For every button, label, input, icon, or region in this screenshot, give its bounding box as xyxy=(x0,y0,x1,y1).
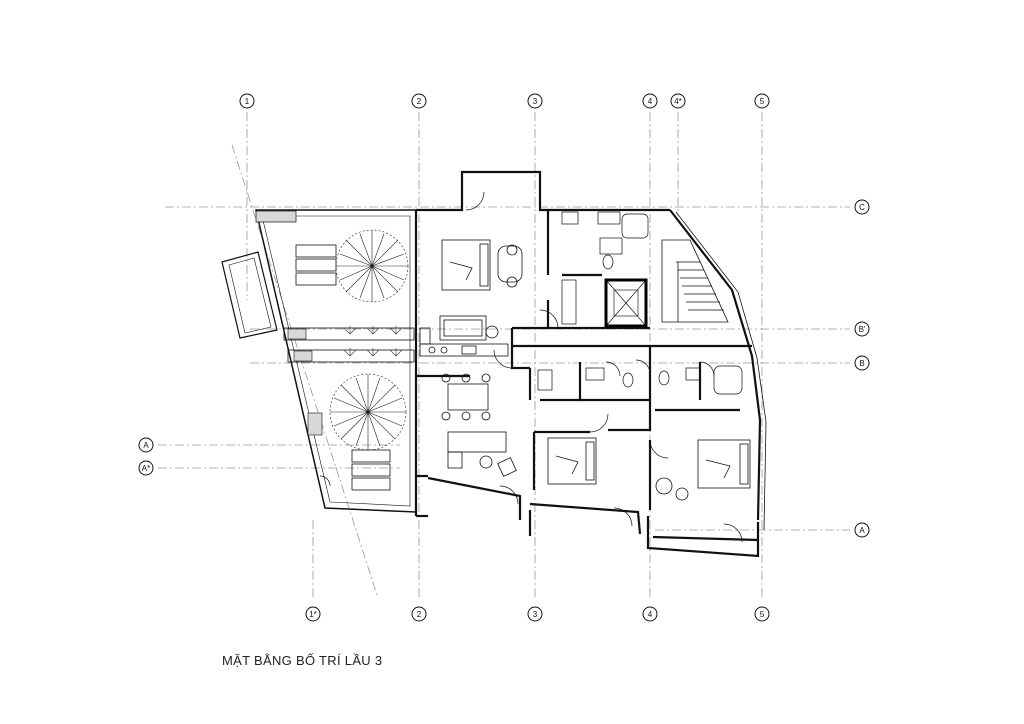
grid-bubble-col-4-top: 4 xyxy=(642,93,658,109)
svg-text:2: 2 xyxy=(417,97,422,106)
grid-bubble-col-3-top: 3 xyxy=(527,93,543,109)
grid-bubble-row-Bprime: B' xyxy=(854,321,870,337)
sofa xyxy=(439,315,689,501)
svg-text:4: 4 xyxy=(648,97,653,106)
dining-table xyxy=(441,244,523,421)
svg-text:C: C xyxy=(859,203,865,212)
grid-bubble-col-2-bottom: 2 xyxy=(411,606,427,622)
grid-bubble-row-Astar-left: A* xyxy=(138,460,154,476)
building-walls xyxy=(414,170,762,558)
grid-bubble-col-3-bottom: 3 xyxy=(527,606,543,622)
svg-text:A: A xyxy=(859,526,865,535)
svg-text:B': B' xyxy=(859,325,866,334)
facade-glazing xyxy=(675,211,767,531)
drawing-title: MẶT BẰNG BỐ TRÍ LẦU 3 xyxy=(222,653,383,668)
svg-text:3: 3 xyxy=(533,97,538,106)
planter-box xyxy=(307,412,323,436)
balcony-projection xyxy=(221,251,278,339)
terrace xyxy=(221,209,417,513)
grid-bubble-col-4star-top: 4* xyxy=(670,93,686,109)
staircase xyxy=(661,239,729,323)
svg-text:A: A xyxy=(143,441,149,450)
bed xyxy=(441,239,751,489)
tree-icon xyxy=(335,229,409,303)
svg-text:5: 5 xyxy=(760,610,765,619)
svg-text:3: 3 xyxy=(533,610,538,619)
tree-icon xyxy=(329,373,407,451)
grid-bubbles: 1 2 3 4 4* 5 1* 2 3 4 5 C B' B A A A* xyxy=(138,93,870,622)
svg-text:5: 5 xyxy=(760,97,765,106)
grid-bubble-col-1-top: 1 xyxy=(239,93,255,109)
svg-text:4: 4 xyxy=(648,610,653,619)
grid-bubble-row-A-left: A xyxy=(138,437,154,453)
svg-text:1: 1 xyxy=(245,97,250,106)
grid-bubble-row-B: B xyxy=(854,355,870,371)
lift-shaft xyxy=(604,278,648,328)
svg-text:B: B xyxy=(859,359,864,368)
grid-bubble-row-A-right: A xyxy=(854,522,870,538)
grid-bubble-col-2-top: 2 xyxy=(411,93,427,109)
grid-bubble-col-1star-bottom: 1* xyxy=(305,606,321,622)
planter-strip xyxy=(255,210,297,223)
plant-icon xyxy=(343,326,403,357)
svg-text:A*: A* xyxy=(142,464,150,473)
grid-bubble-col-4-bottom: 4 xyxy=(642,606,658,622)
grid-bubble-row-C: C xyxy=(854,199,870,215)
door-swings xyxy=(319,191,743,543)
bathroom-fixtures xyxy=(537,211,743,395)
svg-text:1*: 1* xyxy=(309,610,317,619)
svg-text:2: 2 xyxy=(417,610,422,619)
grid-bubble-col-5-top: 5 xyxy=(754,93,770,109)
svg-text:4*: 4* xyxy=(674,97,682,106)
sun-lounger xyxy=(295,244,391,491)
kitchen-counter xyxy=(419,327,509,357)
grid-bubble-col-5-bottom: 5 xyxy=(754,606,770,622)
